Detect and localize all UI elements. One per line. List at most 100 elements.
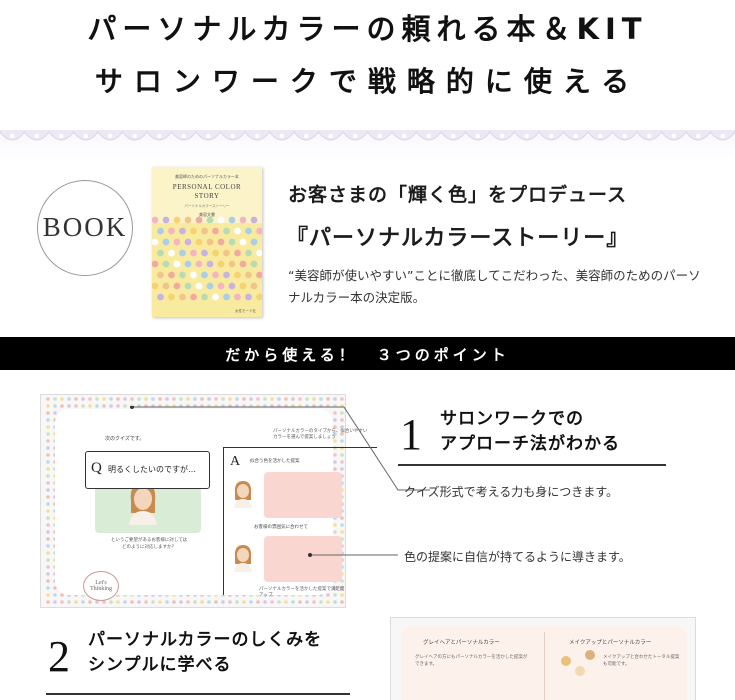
confetti-dot xyxy=(333,586,337,590)
lace-hole xyxy=(304,133,309,139)
book-title: 『パーソナルカラーストーリー』 xyxy=(286,226,630,251)
confetti-dot xyxy=(46,537,50,541)
confetti-dot xyxy=(46,516,50,520)
point-1-title-line2: アプローチ法がわかる xyxy=(440,434,620,454)
confetti-dot xyxy=(333,467,337,471)
cover-dot xyxy=(239,238,247,246)
confetti-dot xyxy=(242,600,246,604)
cover-dot xyxy=(234,227,241,235)
cover-dot xyxy=(201,227,208,235)
confetti-dot xyxy=(53,593,57,597)
cover-dot xyxy=(190,293,197,301)
confetti-dot xyxy=(95,600,99,604)
lace-hole xyxy=(255,133,260,139)
confetti-dot xyxy=(263,600,267,604)
woman-illustration xyxy=(129,483,157,525)
confetti-dot xyxy=(46,439,50,443)
woman-illustration-small xyxy=(234,545,252,572)
lace-hole xyxy=(573,133,578,139)
answer-panel: A 似合う色を活かした提案 お客様の雰囲気に合わせて xyxy=(223,447,377,595)
confetti-dot xyxy=(340,418,344,422)
confetti-dot xyxy=(67,397,71,401)
cover-title: PERSONAL COLOR STORY xyxy=(152,183,262,201)
confetti-dot xyxy=(284,397,288,401)
confetti-dot xyxy=(291,600,295,604)
cover-dot xyxy=(245,227,252,235)
book-section: BOOK 美容師のためのパーソナルカラー本 PERSONAL COLOR STO… xyxy=(0,160,735,338)
lace-divider xyxy=(0,110,735,162)
cover-dot xyxy=(245,271,252,279)
confetti-dot xyxy=(270,600,274,604)
point-1-callout-2: 色の提案に自信が持てるように導きます。 xyxy=(404,550,631,564)
cover-dot xyxy=(201,293,208,301)
confetti-dot xyxy=(46,432,50,436)
lace-hole xyxy=(34,133,39,139)
cover-dot xyxy=(157,293,164,301)
confetti-dot xyxy=(340,593,344,597)
confetti-dot xyxy=(46,418,50,422)
cover-dot xyxy=(168,293,175,301)
confetti-dot xyxy=(123,600,127,604)
confetti-dot xyxy=(179,600,183,604)
cover-dot xyxy=(168,227,175,235)
cover-dot xyxy=(234,293,241,301)
confetti-dot xyxy=(109,600,113,604)
cover-dot xyxy=(250,216,258,224)
confetti-dot xyxy=(186,397,190,401)
points-banner-text: だから使える！ ３つのポイント xyxy=(225,346,510,364)
confetti-dot xyxy=(102,397,106,401)
confetti-dot xyxy=(46,565,50,569)
confetti-dot xyxy=(53,397,57,401)
point-2-title-line1: パーソナルカラーのしくみを xyxy=(88,630,323,650)
confetti-dot xyxy=(340,432,344,436)
cover-dot xyxy=(184,260,192,268)
cover-dot xyxy=(217,282,225,290)
confetti-dot xyxy=(46,586,50,590)
point-2-title: パーソナルカラーのしくみを シンプルに学べる xyxy=(88,628,322,678)
question-box: Q 明るくしたいのですが… xyxy=(85,451,210,489)
cover-dot xyxy=(162,216,170,224)
confetti-dot xyxy=(46,411,50,415)
cover-dot xyxy=(250,260,258,268)
confetti-dot xyxy=(207,397,211,401)
lace-hole xyxy=(598,133,603,139)
point-2-number: 2 xyxy=(48,632,70,681)
confetti-dot xyxy=(277,397,281,401)
spread2-heading-left: グレイヘアとパーソナルカラー xyxy=(423,640,500,646)
confetti-dot xyxy=(67,600,71,604)
confetti-dot xyxy=(137,600,141,604)
confetti-dot xyxy=(109,397,113,401)
cover-dot xyxy=(184,282,192,290)
page-spread-preview-2: グレイヘアとパーソナルカラー メイクアップとパーソナルカラー グレイヘアの方にも… xyxy=(390,617,696,700)
confetti-dot xyxy=(228,600,232,604)
lace-hole xyxy=(549,133,554,139)
lace-hole xyxy=(279,133,284,139)
spread2-page: グレイヘアとパーソナルカラー メイクアップとパーソナルカラー グレイヘアの方にも… xyxy=(401,626,687,700)
confetti-dot xyxy=(333,593,337,597)
lace-hole xyxy=(181,133,186,139)
hero-header: パーソナルカラーの頼れる本＆KIT サロンワークで戦略的に使える xyxy=(0,0,735,118)
point-1-rule xyxy=(398,464,666,466)
lace-hole xyxy=(524,133,529,139)
confetti-dot xyxy=(53,411,57,415)
cover-dot xyxy=(190,271,197,279)
confetti-dot xyxy=(298,397,302,401)
confetti-dot xyxy=(312,600,316,604)
cover-publisher: 女性モード社 xyxy=(235,309,256,313)
point-2-rule xyxy=(46,693,350,695)
cover-author: 美容文書 xyxy=(199,212,215,217)
confetti-dot xyxy=(172,600,176,604)
answer-bottom-note: パーソナルカラーを活かした提案で満足度アップ xyxy=(259,587,345,598)
confetti-dot xyxy=(60,397,64,401)
lace-hole xyxy=(451,133,456,139)
confetti-dot xyxy=(151,600,155,604)
confetti-dot xyxy=(235,397,239,401)
lace-hole xyxy=(622,133,627,139)
confetti-dot xyxy=(137,397,141,401)
lace-hole xyxy=(108,133,113,139)
confetti-dot xyxy=(340,467,344,471)
callout-leader-lines xyxy=(130,406,430,491)
cover-dot xyxy=(228,216,236,224)
cover-dot xyxy=(212,249,219,257)
confetti-dot xyxy=(340,523,344,527)
